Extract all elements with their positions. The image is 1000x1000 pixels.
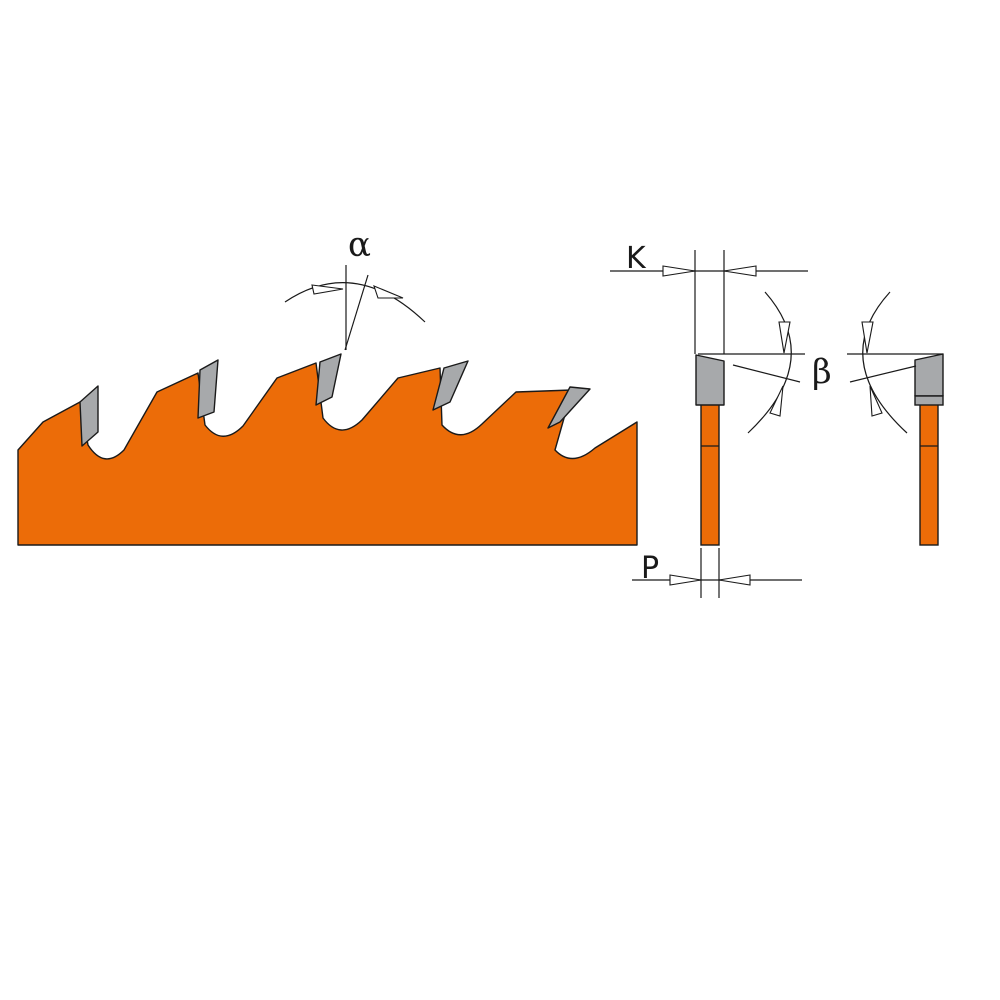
beta-angle-annotation-front: β: [698, 291, 832, 434]
plate-label: P: [641, 551, 659, 586]
carbide-tip-1: [79, 385, 99, 447]
beta-arc-front: [747, 291, 792, 434]
kerf-label: K: [626, 241, 647, 276]
kerf-dimension: K: [610, 241, 808, 354]
kerf-arrow-left: [662, 265, 696, 277]
kerf-arrow-right: [723, 265, 757, 277]
beta-bevel-line: [732, 364, 801, 383]
alt-tip-base: [914, 395, 944, 406]
carbide-tip-4: [432, 360, 469, 411]
alpha-face-line: [344, 274, 369, 351]
alpha-arrow-right: [373, 285, 404, 299]
beta-alt-bevel-line: [849, 365, 917, 383]
blade-body: [17, 362, 638, 546]
alpha-label: α: [348, 225, 371, 265]
beta-arrow-alt-top: [861, 321, 874, 354]
alpha-arc: [284, 282, 426, 323]
alpha-angle-annotation: α: [284, 225, 426, 351]
carbide-tip-2: [197, 359, 219, 419]
plate-arrow-left: [669, 574, 702, 586]
beta-angle-annotation-alt: [847, 291, 943, 434]
beta-label: β: [812, 352, 832, 392]
alpha-arrow-left: [311, 284, 344, 295]
front-plate: [700, 403, 720, 546]
tooth-front-view: [695, 354, 725, 546]
carbide-tip-3: [315, 353, 342, 406]
alt-plate: [919, 403, 939, 546]
beta-arc-alt: [862, 291, 908, 434]
plate-dimension: P: [632, 548, 802, 598]
carbide-tip-5: [547, 386, 591, 429]
beta-arrow-front-bottom: [769, 385, 784, 417]
alt-carbide-tip: [914, 353, 944, 397]
beta-arrow-alt-bottom: [869, 385, 883, 417]
blade-profile: [17, 353, 638, 546]
beta-arrow-front-top: [778, 321, 791, 354]
plate-arrow-right: [718, 574, 751, 586]
front-carbide-tip: [695, 354, 725, 406]
tooth-alt-view: [914, 353, 944, 546]
